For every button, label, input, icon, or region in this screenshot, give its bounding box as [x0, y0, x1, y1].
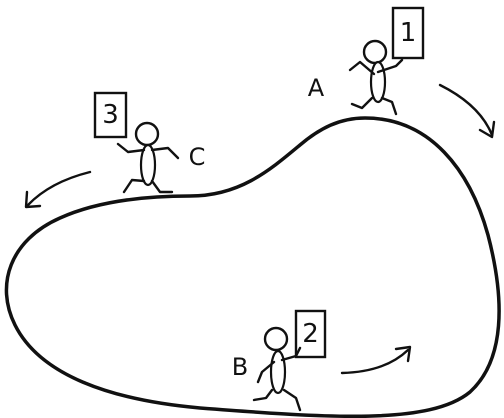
- runner-c-label: C: [189, 143, 206, 171]
- runner-b: 2 B: [232, 309, 327, 412]
- runner-a: 1 A: [308, 6, 425, 116]
- sign-3-number: 3: [102, 100, 119, 130]
- runner-c: 3 C: [93, 91, 206, 194]
- runner-b-label: B: [232, 353, 248, 381]
- sign-2-number: 2: [302, 319, 319, 349]
- runner-c-body: [139, 143, 157, 187]
- runner-b-head: [263, 326, 289, 352]
- track-outline: [4, 116, 501, 418]
- arrow-right-up: [340, 345, 412, 375]
- runner-a-head: [362, 39, 388, 65]
- arrow-right-down: [438, 83, 496, 139]
- arrow-left-down: [24, 170, 92, 209]
- sign-1-number: 1: [400, 18, 417, 48]
- sign-3-box: [93, 91, 128, 139]
- runner-c-head: [134, 121, 160, 147]
- runner-a-label: A: [308, 74, 325, 102]
- runner-a-body: [369, 60, 387, 104]
- sign-2-box: [294, 309, 327, 359]
- sign-1-box: [391, 6, 425, 60]
- runner-b-body: [269, 349, 287, 395]
